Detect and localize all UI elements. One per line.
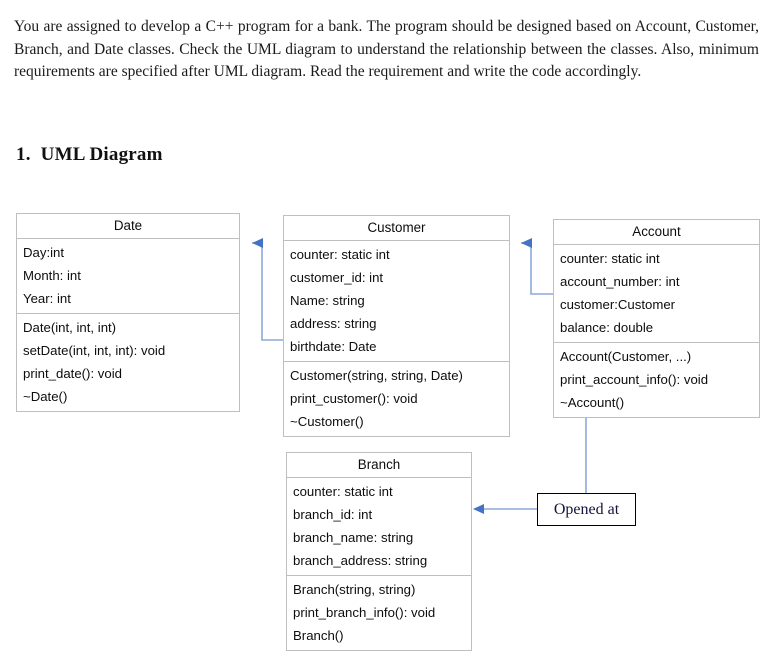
uml-method: Customer(string, string, Date) [290, 368, 463, 383]
uml-attribute: account_number: int [560, 274, 680, 289]
association-label-opened-at[interactable]: Opened at [537, 493, 636, 526]
uml-attribute: Name: string [290, 293, 365, 308]
uml-attribute: counter: static int [560, 251, 660, 266]
uml-method: print_branch_info(): void [293, 605, 436, 620]
uml-attribute: branch_address: string [293, 553, 428, 568]
connector-account-to-customer [521, 238, 553, 295]
uml-method: print_account_info(): void [560, 372, 709, 387]
uml-method: ~Date() [23, 389, 68, 404]
uml-class-title: Date [17, 214, 239, 239]
uml-class-title: Customer [284, 216, 509, 241]
uml-attributes-compartment: Day:int Month: int Year: int [17, 239, 239, 313]
uml-methods-compartment: Customer(string, string, Date) print_cus… [284, 361, 509, 436]
uml-class-customer[interactable]: Customer counter: static int customer_id… [283, 215, 510, 437]
uml-attribute: branch_id: int [293, 507, 373, 522]
uml-methods-compartment: Branch(string, string) print_branch_info… [287, 575, 471, 650]
uml-attribute: counter: static int [293, 484, 393, 499]
section-number: 1. [16, 144, 31, 165]
uml-attribute: balance: double [560, 320, 654, 335]
uml-method: ~Account() [560, 395, 625, 410]
uml-class-account[interactable]: Account counter: static int account_numb… [553, 219, 760, 418]
uml-attributes-compartment: counter: static int account_number: int … [554, 245, 759, 342]
uml-method: Branch(string, string) [293, 582, 416, 597]
uml-method: Date(int, int, int) [23, 320, 117, 335]
uml-attribute: branch_name: string [293, 530, 414, 545]
uml-attribute: Day:int [23, 245, 65, 260]
uml-attribute: counter: static int [290, 247, 390, 262]
uml-attribute: Year: int [23, 291, 71, 306]
uml-attribute: birthdate: Date [290, 339, 377, 354]
uml-attribute: address: string [290, 316, 377, 331]
uml-attribute: Month: int [23, 268, 81, 283]
uml-method: print_date(): void [23, 366, 122, 381]
section-heading: 1. UML Diagram [16, 144, 163, 166]
uml-method: Branch() [293, 628, 344, 643]
uml-method: Account(Customer, ...) [560, 349, 692, 364]
uml-class-date[interactable]: Date Day:int Month: int Year: int Date(i… [16, 213, 240, 412]
uml-methods-compartment: Account(Customer, ...) print_account_inf… [554, 342, 759, 417]
uml-methods-compartment: Date(int, int, int) setDate(int, int, in… [17, 313, 239, 411]
uml-class-branch[interactable]: Branch counter: static int branch_id: in… [286, 452, 472, 651]
uml-attribute: customer:Customer [560, 297, 676, 312]
section-title: UML Diagram [40, 144, 163, 165]
uml-attribute: customer_id: int [290, 270, 384, 285]
connector-customer-to-date [252, 238, 283, 341]
uml-method: ~Customer() [290, 414, 364, 429]
uml-class-title: Account [554, 220, 759, 245]
uml-attributes-compartment: counter: static int branch_id: int branc… [287, 478, 471, 575]
uml-method: setDate(int, int, int): void [23, 343, 166, 358]
intro-paragraph: You are assigned to develop a C++ progra… [14, 18, 759, 80]
uml-method: print_customer(): void [290, 391, 418, 406]
uml-attributes-compartment: counter: static int customer_id: int Nam… [284, 241, 509, 361]
uml-class-title: Branch [287, 453, 471, 478]
